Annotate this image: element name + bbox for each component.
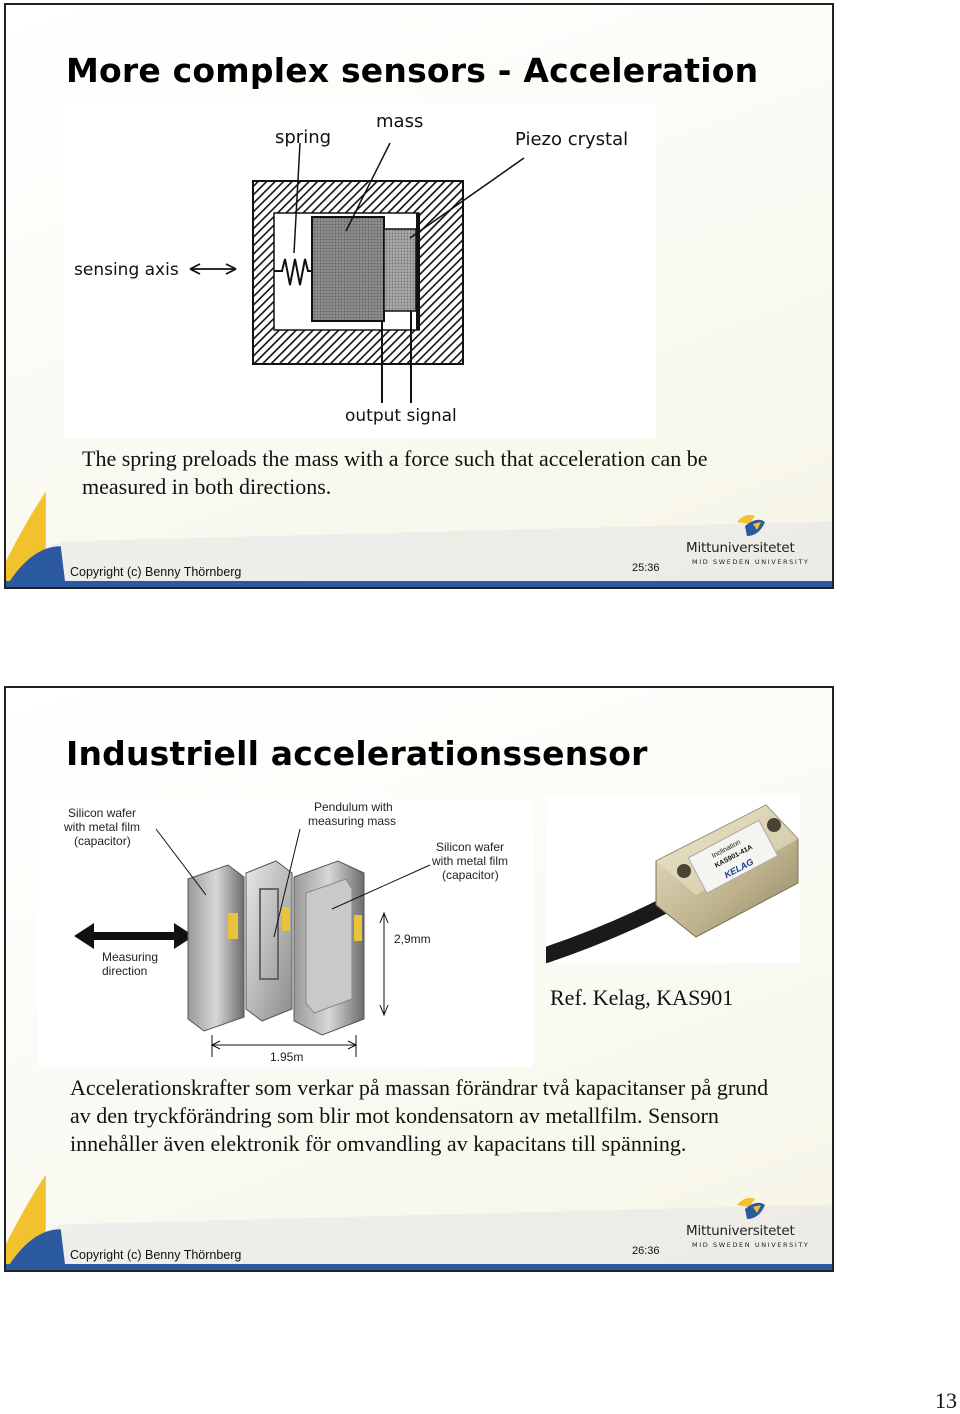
slide-26: Industriell accelerationssensor xyxy=(4,686,834,1272)
footer-copyright: Copyright (c) Benny Thörnberg xyxy=(70,1248,242,1262)
slide-body-text: The spring preloads the mass with a forc… xyxy=(82,446,708,499)
capacitive-sensor-diagram-panel: Silicon wafer with metal film (capacitor… xyxy=(38,799,534,1067)
page-number: 13 xyxy=(935,1388,957,1413)
output-signal-label: output signal xyxy=(345,406,457,426)
logo-mark-icon xyxy=(737,1197,765,1219)
pendulum-label-line1: Pendulum with xyxy=(314,800,393,814)
logo-mark-icon xyxy=(737,514,765,536)
footer-copyright: Copyright (c) Benny Thörnberg xyxy=(70,565,242,579)
slide-title: More complex sensors - Acceleration xyxy=(66,51,759,90)
width-dimension-label: 1.95m xyxy=(270,1050,303,1064)
footer-bar xyxy=(6,1264,832,1270)
slide-body-text: Accelerationskrafter som verkar på massa… xyxy=(70,1075,769,1156)
spring-label: spring xyxy=(275,127,331,148)
width-dimension xyxy=(210,1035,358,1057)
slide-25: More complex sensors - Acceleration xyxy=(4,3,834,589)
wafer1-label-line1: Silicon wafer xyxy=(68,806,136,820)
accelerometer-diagram-panel: spring mass Piezo crystal sensing axis o… xyxy=(64,103,656,438)
slide-number: 26:36 xyxy=(632,1245,660,1257)
university-logo: Mittuniversitetet MID SWEDEN UNIVERSITY xyxy=(686,510,816,570)
piezo-crystal xyxy=(383,228,417,312)
pendulum-plate xyxy=(245,860,293,1022)
logo-name: Mittuniversitetet xyxy=(686,540,795,556)
accelerometer-diagram: spring mass Piezo crystal sensing axis o… xyxy=(74,111,628,426)
slide-title: Industriell accelerationssensor xyxy=(66,734,648,773)
university-logo: Mittuniversitetet MID SWEDEN UNIVERSITY xyxy=(686,1193,816,1253)
silicon-wafer-plate-2 xyxy=(293,860,365,1036)
logo-name: Mittuniversitetet xyxy=(686,1223,795,1239)
wafer2-label-line1: Silicon wafer xyxy=(436,840,504,854)
kas901-sensor-photo: Inclination KAS901-41A KELAG xyxy=(538,804,799,963)
silicon-wafer-plate-1 xyxy=(187,864,245,1032)
spring-coil xyxy=(274,258,312,286)
reference-text: Ref. Kelag, KAS901 xyxy=(550,985,734,1010)
wafer1-label-line2: with metal film xyxy=(63,820,140,834)
sensing-axis-label: sensing axis xyxy=(74,260,179,280)
measuring-direction-label-line2: direction xyxy=(102,964,147,978)
mass-block xyxy=(311,216,385,322)
height-dimension xyxy=(379,911,389,1017)
wafer2-label-line2: with metal film xyxy=(431,854,508,868)
height-dimension-label: 2,9mm xyxy=(394,932,431,946)
slide-number: 25:36 xyxy=(632,562,660,574)
sensing-axis-arrow xyxy=(189,263,237,275)
pendulum-label-line2: measuring mass xyxy=(308,814,396,828)
wafer1-label-line3: (capacitor) xyxy=(74,834,131,848)
logo-subtitle: MID SWEDEN UNIVERSITY xyxy=(692,1241,810,1249)
product-photo-panel: Inclination KAS901-41A KELAG xyxy=(538,795,800,963)
footer-bar xyxy=(6,581,832,587)
wafer2-label-line3: (capacitor) xyxy=(442,868,499,882)
piezo-label: Piezo crystal xyxy=(515,129,628,150)
logo-subtitle: MID SWEDEN UNIVERSITY xyxy=(692,558,810,566)
measuring-direction-label-line1: Measuring xyxy=(102,950,158,964)
measuring-direction-arrow xyxy=(74,923,194,949)
mass-label: mass xyxy=(376,111,423,132)
capacitive-sensor-diagram: Silicon wafer with metal film (capacitor… xyxy=(63,800,508,1064)
